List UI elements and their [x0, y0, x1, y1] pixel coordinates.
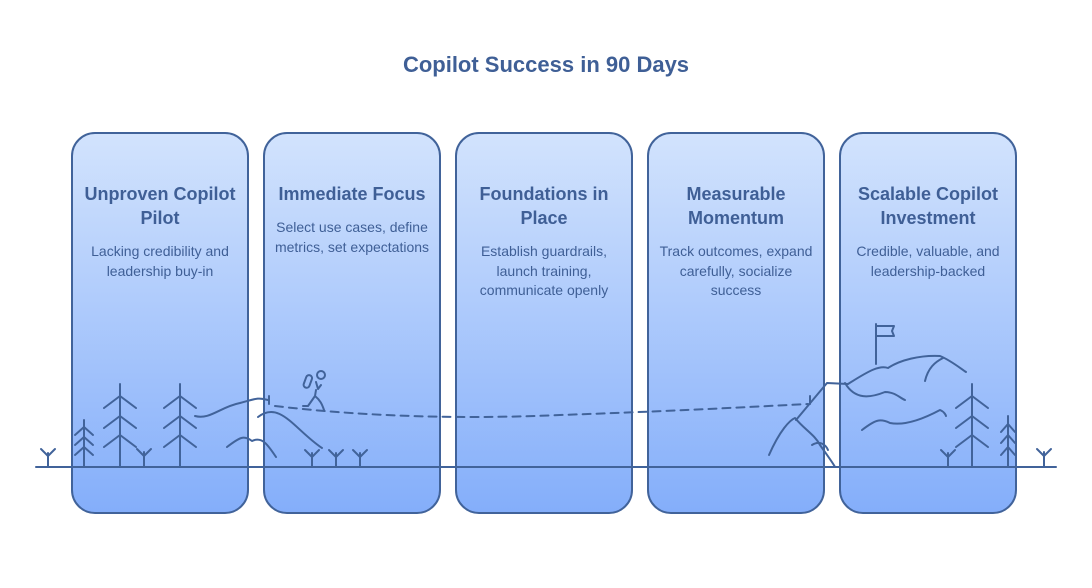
stage-description: Lacking credibility and leadership buy-i… [91, 243, 229, 279]
stage-description: Track outcomes, expand carefully, social… [659, 243, 813, 298]
stage-description: Select use cases, define metrics, set ex… [274, 219, 430, 255]
diagram-title: Copilot Success in 90 Days [402, 52, 690, 77]
trail-marker [268, 395, 811, 405]
stage-panel-5: Scalable Copilot Investment Credible, va… [839, 132, 1017, 514]
stage-description: Credible, valuable, and leadership-backe… [856, 243, 1000, 279]
stage-heading: Immediate Focus [278, 184, 426, 204]
stage-panel-1: Unproven Copilot Pilot Lacking credibili… [71, 132, 249, 514]
stage-heading: Foundations in Place [479, 184, 609, 228]
stage-panel-3: Foundations in Place Establish guardrail… [455, 132, 633, 514]
flag-icon [875, 323, 895, 365]
tree-icon [74, 383, 1016, 468]
stage-heading: Measurable Momentum [686, 184, 786, 228]
stage-heading: Unproven Copilot Pilot [84, 184, 236, 228]
hiker-icon [302, 370, 326, 411]
stage-panel-2: Immediate Focus Select use cases, define… [263, 132, 441, 514]
grass-icon [40, 448, 1052, 468]
stage-panel-4: Measurable Momentum Track outcomes, expa… [647, 132, 825, 514]
trail-path [274, 403, 809, 418]
stage-description: Establish guardrails, launch training, c… [479, 243, 609, 298]
stage-heading: Scalable Copilot Investment [857, 184, 999, 228]
hills [194, 354, 967, 468]
